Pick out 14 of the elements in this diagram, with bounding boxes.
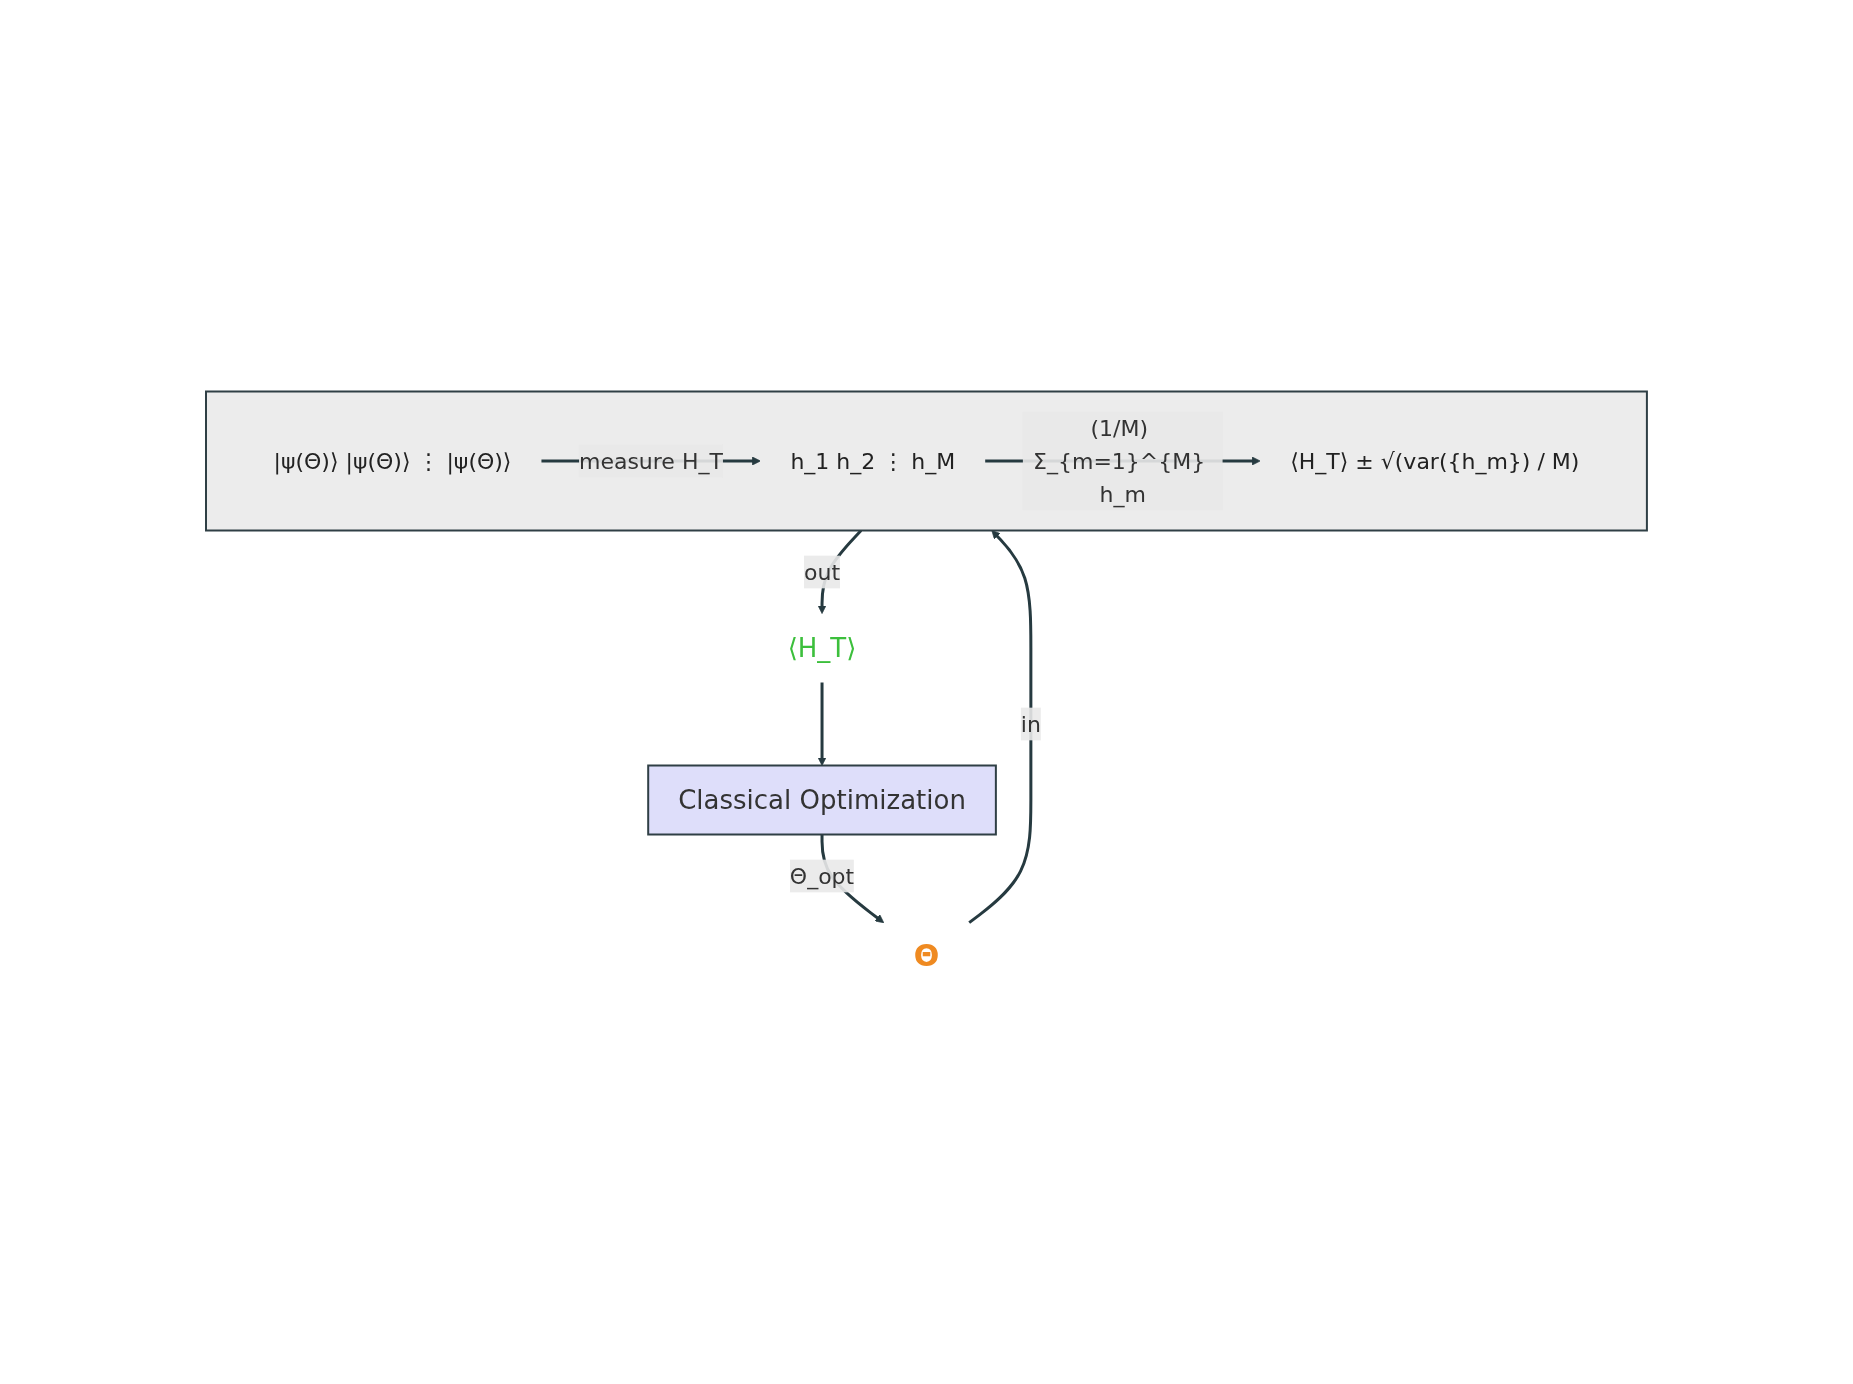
edge-label: in	[1020, 711, 1041, 737]
cluster	[205, 390, 1648, 532]
edge-label: (1/M) Σ_{m=1}^{M} h_m	[1033, 415, 1206, 507]
arrow	[968, 530, 1033, 924]
edge-label: Θ_opt	[789, 863, 855, 889]
edge-label: measure H_T	[579, 448, 723, 474]
node-text: Θ	[913, 937, 940, 973]
node-text: h_1 h_2 ⋮ h_M	[790, 448, 956, 474]
node-text: |ψ(Θ)⟩ |ψ(Θ)⟩ ⋮ |ψ(Θ)⟩	[273, 448, 512, 474]
edge-label: out	[804, 559, 841, 585]
node-text: ⟨H_T⟩ ± √(var({h_m}) / M)	[1290, 448, 1580, 474]
node-box: Classical Optimization	[647, 764, 997, 836]
node-text: ⟨H_T⟩	[787, 632, 857, 663]
arrow	[817, 682, 827, 766]
